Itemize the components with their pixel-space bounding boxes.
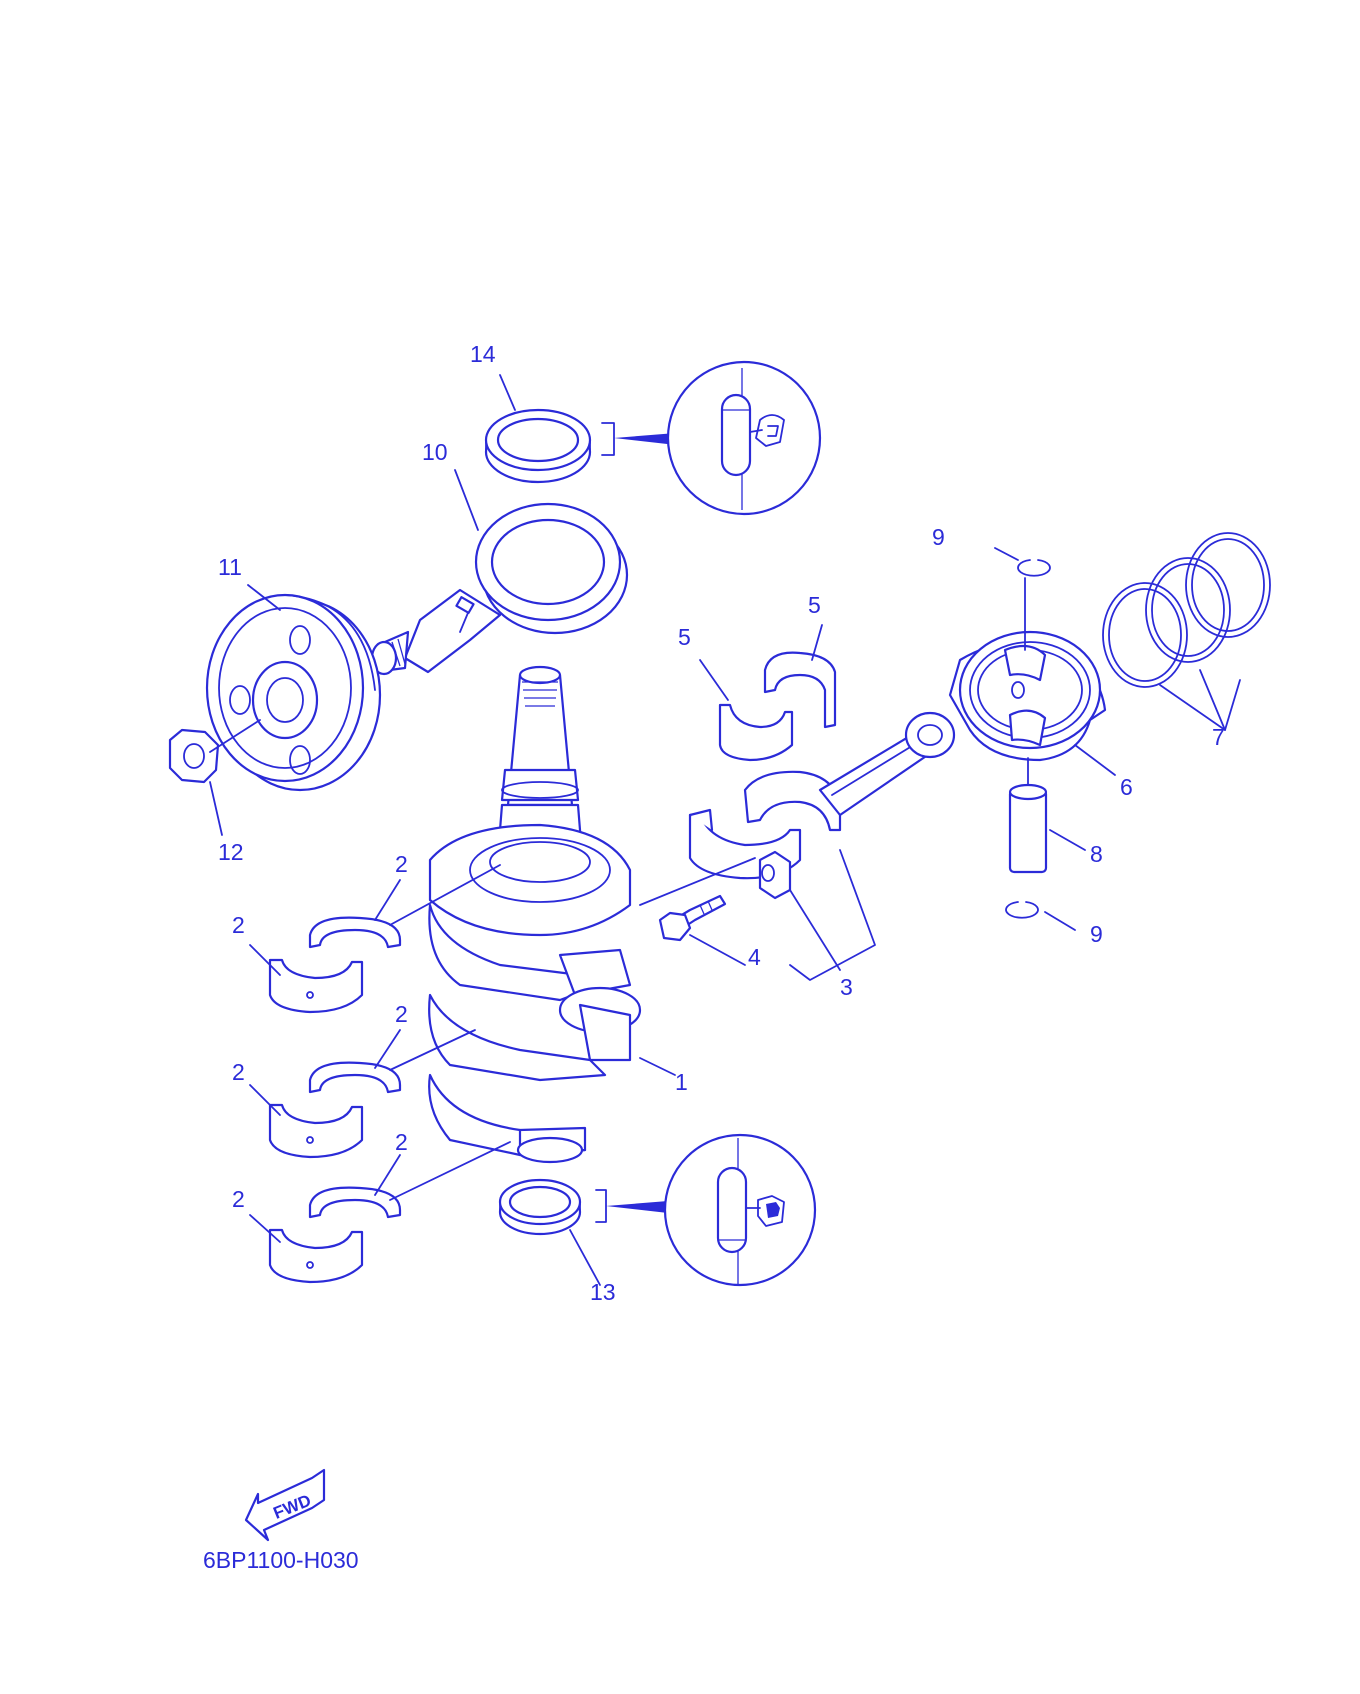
piston-pin-8[interactable] [1008,757,1086,874]
leader-10 [454,469,479,531]
callout-10: 10 [422,439,448,465]
callout-2-bot-left: 2 [232,1186,245,1212]
callout-13: 14 [470,341,496,367]
leader-5b [811,624,823,661]
leader-3-nut [789,889,841,971]
seal-install-detail-top [666,360,822,516]
leader-2b [374,879,401,921]
seal-13-detail-pointer [601,422,676,456]
leader-14 [569,1229,601,1286]
piston-rings-7[interactable] [1102,532,1271,731]
callout-12: 12 [218,839,244,865]
leader-12 [209,781,223,836]
leader-2d [374,1029,401,1069]
callout-5-left: 5 [678,624,691,650]
callout-9-bottom: 9 [1090,921,1103,947]
circlip-9-top[interactable] [994,547,1051,651]
callout-2-mid-left: 2 [232,1059,245,1085]
callout-14: 13 [590,1279,616,1305]
crankshaft-1[interactable] [428,665,676,1164]
leader-2e [249,1214,281,1243]
drawing-code: 6BP1100-H030 [203,1547,359,1573]
main-bearing-pair-bottom[interactable] [268,1141,511,1284]
callout-3: 3 [840,974,853,1000]
piston-6[interactable] [948,630,1116,776]
callout-11: 11 [218,554,242,580]
callout-1: 1 [675,1069,688,1095]
callout-2-bot-right: 2 [395,1129,408,1155]
leader-2a [249,944,281,976]
leader-4 [689,934,746,966]
leader-3-group [789,849,876,981]
leader-13 [499,374,516,411]
forward-direction-arrow-icon: FWD [244,1468,326,1542]
seal-14-detail-pointer [595,1189,668,1223]
main-bearing-pair-top[interactable] [268,864,501,1014]
callout-9-top: 9 [932,524,945,550]
circlip-9-bottom[interactable] [1005,901,1076,931]
oil-seal-13[interactable] [484,408,592,484]
callout-4: 4 [748,944,761,970]
seal-install-detail-bottom [663,1133,817,1287]
leader-2c [249,1084,281,1116]
leader-11 [247,584,281,611]
flywheel-11[interactable] [205,593,382,792]
conrod-bearing-5-left[interactable] [718,703,794,762]
leader-2f [374,1154,401,1196]
connecting-rod-3[interactable] [639,711,956,906]
main-bearing-pair-middle[interactable] [268,1029,476,1159]
leader-5a [699,659,729,701]
callout-8: 8 [1090,841,1103,867]
conrod-bearing-5-right[interactable] [763,651,837,729]
callout-2-top-left: 2 [232,912,245,938]
oil-seal-14[interactable] [498,1178,582,1236]
rotor-hub-10[interactable] [370,502,629,676]
callout-2-mid-right: 2 [395,1001,408,1027]
callout-6: 6 [1120,774,1133,800]
callout-5-right: 5 [808,592,821,618]
callout-7: 7 [1212,724,1225,750]
conrod-bolt-4[interactable] [658,894,727,942]
nut-12[interactable] [168,719,261,784]
callout-2-top-right: 2 [395,851,408,877]
